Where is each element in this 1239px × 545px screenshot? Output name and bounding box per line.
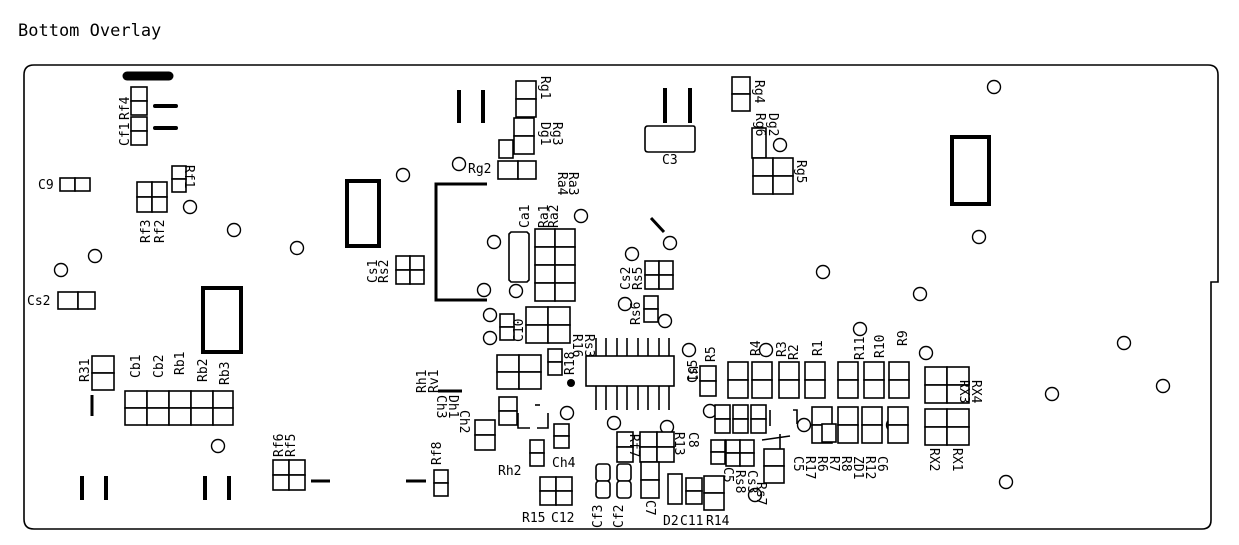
svg-text:R4: R4 bbox=[749, 340, 764, 356]
svg-text:Rs6: Rs6 bbox=[629, 302, 644, 325]
label-Rg2: Rg2 bbox=[468, 162, 491, 177]
svg-text:Cf1: Cf1 bbox=[118, 123, 133, 146]
svg-text:Rb1: Rb1 bbox=[173, 352, 188, 375]
svg-text:C6: C6 bbox=[874, 456, 889, 472]
svg-text:RX2: RX2 bbox=[926, 448, 941, 471]
svg-text:Rf2: Rf2 bbox=[153, 220, 168, 243]
svg-text:R10: R10 bbox=[873, 335, 888, 358]
svg-text:Dh1: Dh1 bbox=[445, 395, 460, 418]
svg-text:Cb1: Cb1 bbox=[129, 355, 144, 378]
svg-text:Rb2: Rb2 bbox=[196, 359, 211, 382]
svg-text:Cs5: Cs5 bbox=[686, 360, 701, 383]
svg-text:Rf7: Rf7 bbox=[626, 434, 641, 457]
svg-text:R3: R3 bbox=[775, 341, 790, 357]
svg-text:Dg1: Dg1 bbox=[537, 122, 552, 145]
svg-text:R1: R1 bbox=[811, 340, 826, 356]
svg-text:Rf1: Rf1 bbox=[181, 165, 196, 188]
svg-text:Rg5: Rg5 bbox=[793, 160, 808, 183]
label-R14: R14 bbox=[706, 514, 730, 529]
svg-text:R31: R31 bbox=[78, 359, 93, 382]
ca1-body bbox=[508, 231, 530, 283]
svg-text:Ch3: Ch3 bbox=[433, 395, 448, 418]
overlay-title: Bottom Overlay bbox=[18, 21, 161, 41]
svg-text:Rh1: Rh1 bbox=[415, 370, 430, 393]
detail-marks bbox=[517, 404, 798, 441]
label-Rh2: Rh2 bbox=[498, 464, 521, 479]
svg-text:Rf6: Rf6 bbox=[272, 434, 287, 457]
svg-text:Rs5: Rs5 bbox=[631, 267, 646, 290]
svg-text:Cf3: Cf3 bbox=[591, 505, 606, 528]
designator-labels: Rg2 C3 C9 Cs2 Rh2 Ch4 R15 C12 D2 C11 R14 bbox=[27, 153, 730, 529]
label-R15: R15 bbox=[522, 511, 545, 526]
svg-text:ZD1: ZD1 bbox=[850, 456, 865, 479]
svg-text:R7: R7 bbox=[826, 456, 841, 472]
label-Ch4: Ch4 bbox=[552, 456, 576, 471]
svg-text:Rf3: Rf3 bbox=[139, 220, 154, 243]
svg-text:Rb3: Rb3 bbox=[218, 362, 233, 385]
label-C10: Cs2 bbox=[27, 294, 50, 309]
svg-text:R8: R8 bbox=[838, 456, 853, 472]
svg-text:Rs8: Rs8 bbox=[732, 470, 747, 493]
silkscreen-bars bbox=[80, 71, 991, 500]
label-D2: D2 bbox=[663, 514, 679, 529]
svg-text:Cf2: Cf2 bbox=[612, 505, 627, 528]
svg-text:C5: C5 bbox=[790, 456, 805, 472]
svg-text:R9: R9 bbox=[896, 330, 911, 346]
svg-text:C8: C8 bbox=[685, 432, 700, 448]
svg-text:Ra2: Ra2 bbox=[547, 205, 562, 228]
svg-text:Dg2: Dg2 bbox=[765, 113, 780, 136]
svg-text:R13: R13 bbox=[671, 432, 686, 455]
svg-text:C5: C5 bbox=[720, 467, 735, 483]
svg-text:Rv1: Rv1 bbox=[427, 370, 442, 393]
svg-text:R12: R12 bbox=[862, 456, 877, 479]
svg-text:Rf8: Rf8 bbox=[430, 442, 445, 465]
label-C9: C9 bbox=[38, 178, 54, 193]
svg-text:RX3: RX3 bbox=[956, 380, 971, 403]
svg-text:Rs3: Rs3 bbox=[581, 334, 596, 357]
svg-text:U1: U1 bbox=[684, 366, 699, 382]
svg-text:R17: R17 bbox=[802, 456, 817, 479]
svg-text:Rg3: Rg3 bbox=[549, 122, 564, 145]
svg-text:C10: C10 bbox=[512, 319, 527, 342]
svg-text:Ra3: Ra3 bbox=[565, 172, 580, 195]
svg-text:C7: C7 bbox=[642, 500, 657, 516]
svg-text:RX1: RX1 bbox=[949, 448, 964, 471]
svg-text:Ra4: Ra4 bbox=[554, 172, 569, 196]
svg-text:Cs3: Cs3 bbox=[744, 470, 759, 493]
designator-labels-rot-cw: Rg1 Rg3 Dg1 Rg4 Dg2 Rg6 Rg5 Rf1 Ra3 Ra4 … bbox=[181, 76, 983, 516]
svg-text:Cs1: Cs1 bbox=[366, 260, 381, 283]
svg-text:Ch2: Ch2 bbox=[456, 410, 471, 433]
svg-text:R11: R11 bbox=[853, 337, 868, 360]
svg-text:Rs7: Rs7 bbox=[753, 482, 768, 505]
ic-u1 bbox=[567, 338, 675, 410]
svg-text:Cs2: Cs2 bbox=[619, 267, 634, 290]
label-C3: C3 bbox=[662, 153, 678, 168]
svg-text:Ra1: Ra1 bbox=[537, 205, 552, 228]
designator-labels-rot-ccw: Rf4 Cf1 Rf3 Rf2 Ra1 Ra2 Ca1 Rs2 Cs1 Rs5 … bbox=[78, 96, 911, 528]
svg-text:R16: R16 bbox=[569, 334, 584, 357]
svg-text:Rf4: Rf4 bbox=[118, 96, 133, 120]
svg-text:Cb2: Cb2 bbox=[152, 355, 167, 378]
svg-text:R2: R2 bbox=[787, 344, 802, 360]
svg-text:R6: R6 bbox=[814, 456, 829, 472]
svg-text:Rs2: Rs2 bbox=[377, 260, 392, 283]
label-C11: C11 bbox=[680, 514, 703, 529]
svg-text:R18: R18 bbox=[563, 352, 578, 375]
board-outline bbox=[23, 64, 1219, 530]
c3-body bbox=[644, 125, 696, 153]
label-C12: C12 bbox=[551, 511, 574, 526]
svg-text:Rf5: Rf5 bbox=[284, 434, 299, 457]
svg-text:Rg6: Rg6 bbox=[752, 113, 767, 136]
svg-text:Rg4: Rg4 bbox=[751, 80, 766, 104]
svg-text:Rg1: Rg1 bbox=[537, 76, 552, 99]
svg-text:Ca1: Ca1 bbox=[518, 205, 533, 228]
smd-pads bbox=[57, 76, 970, 511]
svg-text:RX4: RX4 bbox=[968, 380, 983, 404]
svg-text:R5: R5 bbox=[704, 346, 719, 362]
via-holes bbox=[53, 79, 1171, 503]
